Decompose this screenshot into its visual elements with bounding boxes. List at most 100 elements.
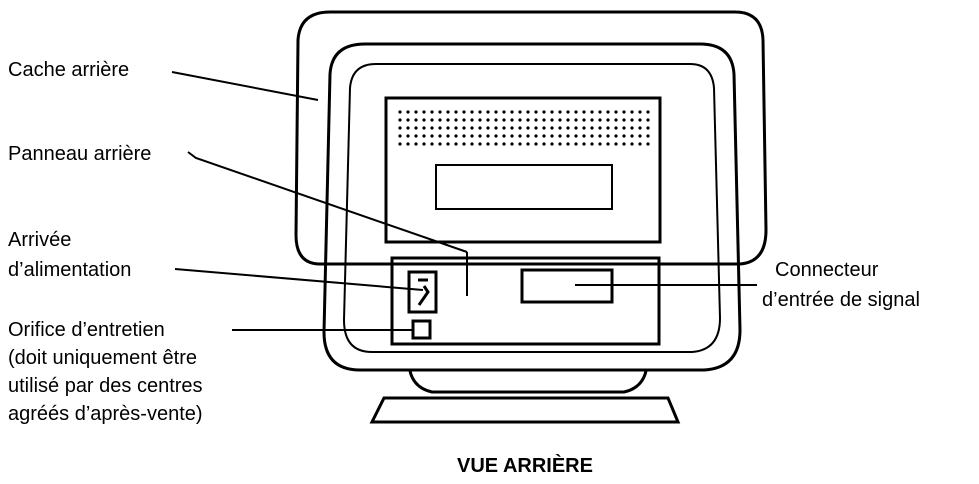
- vent-hole: [430, 118, 434, 122]
- vent-hole: [478, 142, 482, 146]
- vent-hole: [534, 134, 538, 138]
- label-window: [435, 164, 613, 210]
- vent-hole: [590, 118, 594, 122]
- vent-hole: [606, 118, 610, 122]
- vent-hole: [510, 118, 514, 122]
- label-rear-cover: Cache arrière: [8, 59, 129, 81]
- ventilation-grille: [398, 110, 650, 146]
- vent-hole: [622, 126, 626, 130]
- vent-hole: [598, 142, 602, 146]
- vent-hole: [422, 126, 426, 130]
- vent-hole: [446, 126, 450, 130]
- vent-hole: [630, 118, 634, 122]
- vent-hole: [454, 134, 458, 138]
- vent-hole: [582, 134, 586, 138]
- vent-hole: [542, 110, 546, 114]
- vent-hole: [470, 118, 474, 122]
- vent-hole: [646, 142, 650, 146]
- vent-hole: [486, 118, 490, 122]
- vent-hole: [558, 126, 562, 130]
- vent-hole: [614, 110, 618, 114]
- vent-hole: [510, 142, 514, 146]
- vent-hole: [566, 118, 570, 122]
- vent-hole: [550, 110, 554, 114]
- vent-hole: [414, 134, 418, 138]
- vent-hole: [502, 134, 506, 138]
- label-rear-panel: Panneau arrière: [8, 143, 151, 165]
- vent-hole: [630, 110, 634, 114]
- vent-hole: [558, 134, 562, 138]
- vent-hole: [558, 142, 562, 146]
- vent-hole: [622, 142, 626, 146]
- vent-hole: [478, 118, 482, 122]
- vent-hole: [422, 134, 426, 138]
- label-power-inlet-2: d’alimentation: [8, 259, 131, 281]
- vent-hole: [414, 142, 418, 146]
- vent-hole: [486, 110, 490, 114]
- vent-hole: [606, 126, 610, 130]
- vent-hole: [406, 110, 410, 114]
- vent-hole: [630, 134, 634, 138]
- vent-hole: [598, 118, 602, 122]
- vent-hole: [454, 142, 458, 146]
- vent-hole: [478, 110, 482, 114]
- label-signal-connector-2: d’entrée de signal: [762, 289, 920, 311]
- vent-hole: [622, 118, 626, 122]
- vent-hole: [502, 142, 506, 146]
- vent-hole: [526, 134, 530, 138]
- vent-hole: [406, 118, 410, 122]
- vent-hole: [462, 118, 466, 122]
- vent-hole: [638, 110, 642, 114]
- vent-hole: [470, 110, 474, 114]
- vent-hole: [510, 110, 514, 114]
- label-service-port-3: utilisé par des centres: [8, 375, 203, 397]
- vent-hole: [446, 110, 450, 114]
- vent-hole: [566, 126, 570, 130]
- vent-hole: [438, 118, 442, 122]
- vent-hole: [534, 110, 538, 114]
- vent-hole: [414, 110, 418, 114]
- vent-hole: [590, 134, 594, 138]
- vent-hole: [582, 110, 586, 114]
- vent-hole: [462, 134, 466, 138]
- vent-hole: [486, 142, 490, 146]
- vent-hole: [590, 110, 594, 114]
- vent-hole: [614, 134, 618, 138]
- vent-hole: [542, 126, 546, 130]
- vent-hole: [414, 118, 418, 122]
- vent-hole: [398, 134, 402, 138]
- vent-hole: [606, 134, 610, 138]
- vent-hole: [398, 126, 402, 130]
- vent-hole: [422, 142, 426, 146]
- vent-hole: [438, 134, 442, 138]
- vent-hole: [550, 118, 554, 122]
- vent-hole: [590, 126, 594, 130]
- upper-vent-panel: [384, 96, 662, 244]
- vent-hole: [438, 142, 442, 146]
- vent-hole: [534, 118, 538, 122]
- vent-hole: [406, 126, 410, 130]
- vent-hole: [606, 110, 610, 114]
- vent-hole: [614, 126, 618, 130]
- vent-hole: [510, 134, 514, 138]
- label-service-port-1: Orifice d’entretien: [8, 319, 165, 341]
- vent-hole: [518, 142, 522, 146]
- vent-hole: [398, 142, 402, 146]
- vent-hole: [438, 110, 442, 114]
- vent-hole: [574, 118, 578, 122]
- vent-hole: [470, 126, 474, 130]
- vent-hole: [646, 134, 650, 138]
- vent-hole: [542, 118, 546, 122]
- vent-hole: [550, 134, 554, 138]
- vent-hole: [446, 142, 450, 146]
- label-service-port-4: agréés d’après-vente): [8, 403, 203, 425]
- vent-hole: [566, 134, 570, 138]
- monitor-stand: [369, 370, 681, 424]
- vent-hole: [502, 110, 506, 114]
- vent-hole: [646, 126, 650, 130]
- vent-hole: [566, 110, 570, 114]
- vent-hole: [462, 142, 466, 146]
- vent-hole: [462, 126, 466, 130]
- vent-hole: [558, 110, 562, 114]
